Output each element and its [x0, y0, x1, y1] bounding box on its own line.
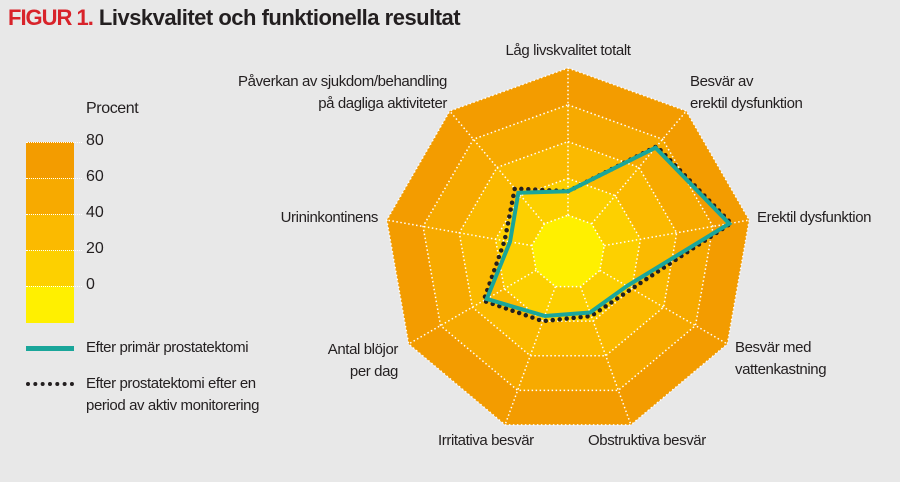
radar-gridline	[530, 214, 606, 288]
legend-band-0-20	[26, 250, 74, 286]
legend-tick-label: 0	[86, 276, 95, 293]
legend-tick-label: 60	[86, 168, 104, 185]
legend-label-series2-line1: Efter prostatektomi efter en	[86, 375, 256, 392]
axis-label-erektil-dysfunktion: Erektil dysfunktion	[757, 209, 872, 226]
axis-label-besvar-erektil-2: erektil dysfunktion	[690, 95, 803, 112]
legend-swatch-solid	[26, 346, 74, 351]
radar-spoke	[604, 219, 750, 247]
legend-label-series1: Efter primär prostatektomi	[86, 339, 249, 356]
radar-gridline	[386, 67, 750, 426]
axis-label-besvar-erektil-1: Besvär av	[690, 73, 754, 90]
axis-label-blojor-2: per dag	[349, 363, 398, 380]
legend-tick-line	[26, 142, 82, 143]
radar-spoke	[599, 269, 728, 345]
legend-tick-label: 20	[86, 240, 104, 257]
figure-title-text: Livskvalitet och funktionella resultat	[98, 5, 461, 30]
legend-band-60-80	[26, 142, 74, 178]
legend-scale-title: Procent	[86, 100, 139, 117]
legend-tick-line	[26, 250, 82, 251]
legend-tick-line	[26, 286, 82, 287]
figure-number: FIGUR 1.	[8, 5, 94, 30]
axis-label-paverkan-2: på dagliga aktiviteter	[318, 95, 447, 112]
legend-band-40-60	[26, 178, 74, 214]
radar-spoke	[579, 286, 632, 426]
legend-swatch-dotted	[26, 382, 74, 386]
series-solid-line	[484, 145, 733, 318]
radar-spoke	[449, 110, 545, 225]
radar-gridline	[458, 140, 678, 357]
radar-spoke	[386, 219, 532, 247]
legend-label-series2-line2: period av aktiv monitorering	[86, 397, 260, 414]
radar-gridline	[422, 104, 714, 392]
legend-tick-line	[26, 178, 82, 179]
legend-tick-line	[26, 214, 82, 215]
axis-label-blojor-1: Antal blöjor	[327, 341, 399, 358]
axis-label-paverkan-1: Påverkan av sjukdom/behandling	[238, 73, 447, 90]
axis-label-lag-livskvalitet: Låg livskvalitet totalt	[505, 42, 631, 59]
legend-tick-label: 40	[86, 204, 104, 221]
axis-label-irritativa: Irritativa besvär	[438, 432, 534, 449]
axis-label-obstruktiva: Obstruktiva besvär	[588, 432, 706, 449]
radar-spoke	[408, 269, 537, 345]
radar-band	[531, 215, 605, 287]
radar-spoke	[504, 286, 557, 426]
axis-label-vattenkastning-1: Besvär med	[735, 339, 812, 356]
legend-tick-label: 80	[86, 132, 104, 149]
legend-band-20-40	[26, 214, 74, 250]
axis-label-vattenkastning-2: vattenkastning	[735, 361, 827, 378]
figure-title: FIGUR 1.Livskvalitet och funktionella re…	[8, 5, 461, 31]
radar-spoke	[591, 110, 687, 225]
axis-label-urininkontinens: Urininkontinens	[280, 209, 379, 226]
legend-band-below-0	[26, 286, 74, 323]
